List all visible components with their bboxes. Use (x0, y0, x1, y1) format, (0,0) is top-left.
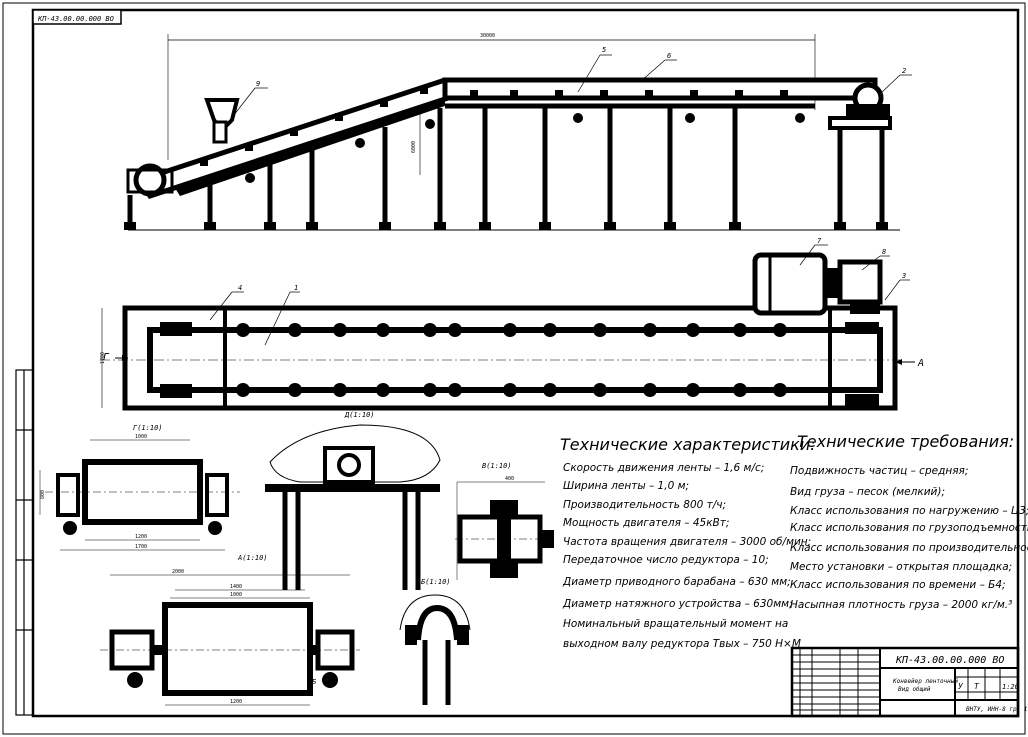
leader-lines (229, 54, 912, 121)
dim-overall-length: 30000 (480, 33, 495, 39)
view-a-label: А(1:10) (237, 554, 268, 562)
title-block-scale: 1:20 (1002, 683, 1019, 691)
leader-6: 6 (667, 52, 671, 60)
spec-item: Диаметр приводного барабана – 630 мм; (562, 576, 791, 588)
requirement-item: Насыпная плотность груза – 2000 кг/м.³ (790, 599, 1012, 611)
view-a-dim-bottom: 1200 (230, 699, 242, 705)
requirement-item: Место установки – открытая площадка; (790, 561, 1012, 573)
title-block-name-line1: Конвейер ленточный (892, 678, 958, 685)
leader-8: 8 (882, 248, 886, 256)
dim-height: 6000 (411, 141, 417, 153)
inner-frame (31, 8, 1020, 718)
dim-plan-width: 1700 (100, 352, 106, 364)
title-block-name-line2: Вид общий (898, 686, 931, 693)
tech-specs-block: Технические характеристики: Скорость дви… (560, 435, 816, 650)
view-a-detail: А(1:10) 2000 1400 1000 1200 Б (100, 554, 360, 706)
spec-item: Производительность 800 т/ч; (563, 499, 726, 511)
requirement-item: Класс использования по времени – Б4; (790, 579, 1006, 591)
leader-1: 1 (294, 284, 298, 292)
spec-item: Скорость движения ленты – 1,6 м/с; (563, 462, 764, 474)
title-block (790, 646, 1020, 718)
view-g-dim-bottom1: 1200 (135, 534, 147, 540)
spec-item: Мощность двигателя – 45кВт; (563, 517, 729, 529)
view-a-dim-top1: 2000 (172, 569, 184, 575)
tech-specs-title: Технические характеристики: (560, 435, 816, 454)
view-v-label: В(1:10) (482, 462, 512, 470)
plan-view: 1700 (100, 252, 915, 411)
spec-item: Ширина ленты – 1,0 м; (563, 480, 689, 492)
view-g-label: Г(1:10) (133, 424, 163, 432)
view-g-dim-top: 1000 (135, 434, 147, 440)
spec-item: Номинальный вращательный момент на (563, 618, 788, 630)
side-elevation-view: 30000 6000 (124, 33, 900, 231)
view-b-detail: Б(1:10) (399, 578, 471, 705)
spec-item: Диаметр натяжного устройства – 630мм; (562, 598, 793, 610)
requirement-item: Вид груза – песок (мелкий); (790, 486, 945, 498)
title-block-letter: У (958, 682, 964, 691)
spec-item: Передаточное число редуктора – 10; (563, 554, 769, 566)
leader-9: 9 (256, 80, 260, 88)
spec-item: выходном валу редуктора Твых – 750 Н×М (563, 638, 801, 650)
tech-requirements-block: Технические требования: Подвижность част… (790, 432, 1028, 611)
view-d-label: Д(1:10) (344, 411, 375, 419)
view-g-dim-bottom2: 1700 (135, 544, 147, 550)
leader-3: 3 (901, 272, 906, 280)
view-g-detail: Г(1:10) 1000 800 1200 1700 (39, 424, 240, 551)
doc-code-stamp: КП-43.00.00.000 ВО (37, 15, 114, 23)
view-b-label: Б(1:10) (421, 578, 451, 586)
leader-2: 2 (902, 67, 906, 75)
view-marker-g: Г (103, 352, 110, 363)
view-g-dim-side: 800 (40, 490, 46, 499)
view-d-section: Д(1:10) (265, 411, 441, 590)
view-a-dim-top3: 1000 (230, 592, 242, 598)
view-v-detail: В(1:10) 400 (455, 462, 554, 580)
title-block-code: КП-43.00.00.000 ВО (895, 655, 1004, 666)
requirement-item: Класс использования по нагружению – Ц3; (790, 505, 1028, 517)
leader-4: 4 (238, 284, 242, 292)
requirement-item: Подвижность частиц – средняя; (790, 465, 968, 477)
spec-item: Частота вращения двигателя – 3000 об/мин… (563, 536, 811, 548)
requirement-item: Класс использования по производительност… (790, 542, 1028, 554)
view-a-section-mark: Б (312, 678, 317, 686)
title-block-mass: Т (974, 682, 980, 691)
view-v-dim-top: 400 (505, 476, 514, 482)
tech-requirements-title: Технические требования: (797, 432, 1014, 451)
leader-7: 7 (817, 237, 822, 245)
title-block-org: ВНТУ, ИНН-8 гр. 1 (966, 706, 1027, 713)
view-a-dim-top2: 1400 (230, 584, 242, 590)
left-binding-strips (15, 369, 34, 716)
leader-5: 5 (602, 46, 606, 54)
view-marker-a: А (917, 358, 924, 369)
requirement-item: Класс использования по грузоподъемности … (790, 522, 1028, 534)
